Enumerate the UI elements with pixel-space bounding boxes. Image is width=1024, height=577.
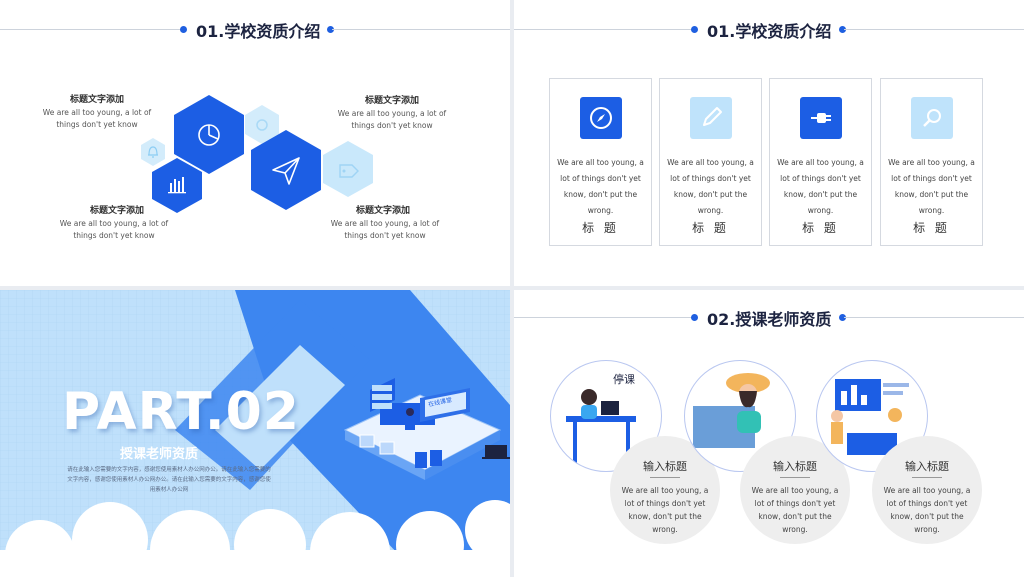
- compass-icon: [580, 97, 622, 139]
- header-dot-right: [839, 314, 846, 321]
- header-rule-left: [0, 29, 185, 30]
- bell-icon: [141, 138, 165, 166]
- bar-chart-icon: [152, 158, 202, 213]
- slide-title: 01.学校资质介绍: [707, 22, 832, 41]
- card-text: We are all too young, a lot of things do…: [667, 158, 754, 215]
- gear-icon: [245, 105, 279, 144]
- paper-plane-icon: [251, 130, 321, 210]
- feature-card-2[interactable]: We are all too young, a lot of things do…: [659, 78, 762, 246]
- teacher-title: 输入标题: [773, 460, 817, 473]
- part-subtitle: 授课老师资质: [120, 447, 199, 462]
- svg-text:停课: 停课: [613, 372, 635, 386]
- teacher-title: 输入标题: [643, 460, 687, 473]
- teacher-title: 输入标题: [905, 460, 949, 473]
- teacher-info-3: 输入标题 We are all too young, a lot of thin…: [872, 436, 982, 544]
- teacher-text: We are all too young, a lot of things do…: [621, 486, 709, 534]
- block-text-top-left: We are all too young, a lot of things do…: [42, 108, 152, 129]
- slide-title: 01.学校资质介绍: [196, 22, 321, 41]
- header-rule-left: [514, 29, 694, 30]
- header-rule-right: [844, 29, 1024, 30]
- teacher-photo-2: [684, 360, 796, 472]
- teacher-text: We are all too young, a lot of things do…: [883, 486, 971, 534]
- block-title-top-left: 标题文字添加: [69, 95, 124, 105]
- slide-title: 02.授课老师资质: [707, 310, 832, 329]
- card-text: We are all too young, a lot of things do…: [888, 158, 975, 215]
- card-label: 标 题: [802, 221, 839, 235]
- part-number: PART.02: [62, 382, 300, 442]
- slide-part-02-cover[interactable]: PART.02 授课老师资质 请在此输入您需要的文字内容，感谢您使用素材人办公网…: [0, 290, 510, 577]
- header-dot-right: [327, 26, 334, 33]
- feature-card-3[interactable]: We are all too young, a lot of things do…: [769, 78, 872, 246]
- feature-card-1[interactable]: We are all too young, a lot of things do…: [549, 78, 652, 246]
- slide-school-intro-cards[interactable]: 01.学校资质介绍 We are all too young, a lot of…: [514, 0, 1024, 286]
- card-label: 标 题: [913, 221, 950, 235]
- header-rule-left: [514, 317, 694, 318]
- card-text: We are all too young, a lot of things do…: [557, 158, 644, 215]
- card-label: 标 题: [582, 221, 619, 235]
- header-dot-left: [691, 26, 698, 33]
- hexagon-graphic: [141, 95, 373, 213]
- card-text: We are all too young, a lot of things do…: [777, 158, 864, 215]
- header-dot-left: [691, 314, 698, 321]
- pencil-icon: [690, 97, 732, 139]
- slide-teacher-qualifications[interactable]: 02.授课老师资质 停课 输入标题 We are all too young, …: [514, 290, 1024, 577]
- online-classroom-illustration: [343, 378, 510, 480]
- cloud-decoration: [0, 500, 510, 577]
- cover-background: [0, 290, 510, 577]
- title-divider: [650, 477, 680, 478]
- block-text-bottom-left: We are all too young, a lot of things do…: [59, 219, 169, 240]
- part-body-text: 请在此输入您需要的文字内容，感谢您使用素材人办公网办公。请在此输入您需要的文字内…: [67, 467, 271, 493]
- pie-chart-icon: [174, 95, 244, 174]
- block-title-bottom-right: 标题文字添加: [355, 206, 410, 216]
- block-text-top-right: We are all too young, a lot of things do…: [337, 109, 447, 130]
- block-title-top-right: 标题文字添加: [364, 96, 419, 106]
- title-divider: [780, 477, 810, 478]
- slide-school-intro-hexagons[interactable]: 01.学校资质介绍: [0, 0, 510, 286]
- block-title-bottom-left: 标题文字添加: [89, 206, 144, 216]
- title-divider: [912, 477, 942, 478]
- magnifier-icon: [911, 97, 953, 139]
- header-rule-right: [332, 29, 510, 30]
- tag-icon: [323, 141, 373, 197]
- block-text-bottom-right: We are all too young, a lot of things do…: [330, 219, 440, 240]
- feature-card-4[interactable]: We are all too young, a lot of things do…: [880, 78, 983, 246]
- header-dot-right: [839, 26, 846, 33]
- card-label: 标 题: [692, 221, 729, 235]
- header-dot-left: [180, 26, 187, 33]
- plug-icon: [800, 97, 842, 139]
- header-rule-right: [844, 317, 1024, 318]
- teacher-text: We are all too young, a lot of things do…: [751, 486, 839, 534]
